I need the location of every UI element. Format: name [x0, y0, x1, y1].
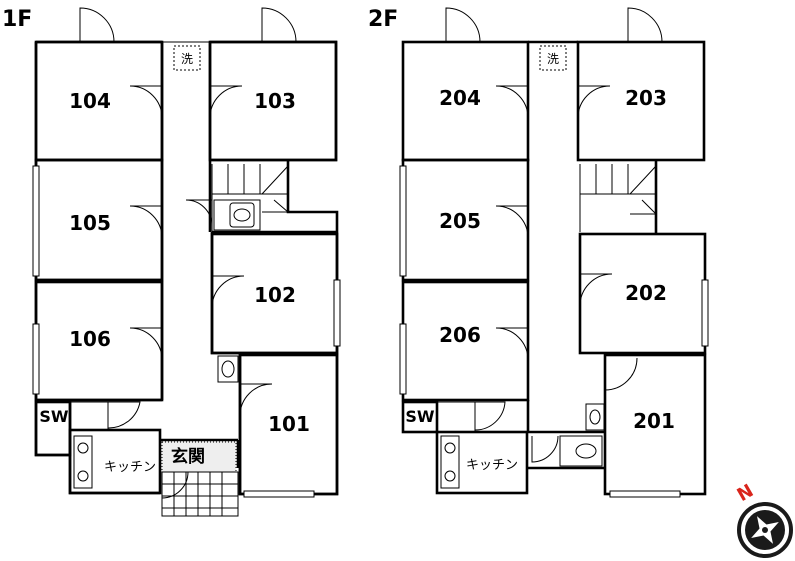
door-icon	[445, 7, 481, 43]
sink-icon	[221, 360, 235, 378]
laundry-2f: 洗	[539, 45, 567, 71]
room-103-outline	[208, 40, 338, 162]
laundry-label: 洗	[547, 52, 559, 66]
kitchen-label-1f: キッチン	[104, 460, 156, 475]
door-icon	[579, 273, 613, 307]
sink-icon	[589, 409, 601, 425]
window-icon	[399, 323, 407, 395]
room-label-106: 106	[69, 327, 111, 351]
room-label-101: 101	[268, 412, 310, 436]
basin-1f	[217, 355, 239, 383]
room-label-206: 206	[439, 323, 481, 347]
windows-2f	[399, 165, 709, 498]
door-icon	[474, 401, 506, 431]
stove-1f	[73, 435, 93, 489]
kitchen-2f-outline	[435, 430, 529, 495]
door-icon	[604, 357, 638, 391]
window-icon	[333, 279, 341, 347]
door-icon	[495, 327, 529, 361]
door-icon	[129, 85, 163, 119]
room-label-203: 203	[625, 86, 667, 110]
room-label-204: 204	[439, 86, 481, 110]
toilet-icon	[233, 208, 251, 222]
door-icon	[129, 205, 163, 239]
floor-label-1f: 1F	[2, 7, 32, 32]
door-icon	[577, 85, 611, 119]
door-icon	[627, 7, 663, 43]
window-icon	[609, 490, 681, 498]
room-label-103: 103	[254, 89, 296, 113]
floor-2f: 2F	[368, 7, 709, 498]
sw-label-1f: SW	[39, 407, 69, 426]
stove-2f	[440, 435, 460, 489]
room-label-104: 104	[69, 89, 111, 113]
windows-1f	[32, 165, 341, 498]
entrance-label-1f: 玄関	[171, 446, 205, 467]
compass-icon	[737, 502, 793, 558]
laundry-label: 洗	[181, 52, 193, 66]
north-label: N	[734, 480, 758, 506]
window-icon	[243, 490, 315, 498]
door-icon	[495, 85, 529, 119]
door-icon	[79, 7, 115, 43]
door-icon	[129, 327, 163, 361]
burner-icon	[444, 442, 456, 454]
door-icon	[211, 275, 245, 309]
window-icon	[399, 165, 407, 277]
room-label-201: 201	[633, 409, 675, 433]
burner-icon	[77, 442, 89, 454]
room-label-105: 105	[69, 211, 111, 235]
door-icon	[239, 383, 273, 417]
kitchen-1f-outline	[68, 428, 162, 495]
window-icon	[32, 165, 40, 277]
door-icon	[531, 435, 559, 463]
room-label-202: 202	[625, 281, 667, 305]
burner-icon	[77, 470, 89, 482]
door-icon	[161, 471, 189, 499]
walls-2f	[401, 40, 707, 496]
sw-label-2f: SW	[405, 407, 435, 426]
door-icon	[185, 199, 213, 227]
stairs-1f	[211, 164, 289, 232]
bath-2f	[559, 403, 605, 467]
kitchen-label-2f: キッチン	[466, 458, 518, 473]
window-icon	[32, 323, 40, 395]
door-icon	[107, 401, 141, 429]
room-203-outline	[576, 40, 706, 162]
room-label-205: 205	[439, 209, 481, 233]
toilet-1f	[213, 199, 261, 231]
entrance-tiles-1f	[161, 441, 239, 517]
floor-1f: 1F	[2, 7, 341, 517]
door-icon	[261, 7, 297, 43]
door-icon	[209, 85, 243, 119]
burner-icon	[444, 470, 456, 482]
doors-1f	[79, 7, 297, 499]
laundry-1f: 洗	[173, 45, 201, 71]
room-label-102: 102	[254, 283, 296, 307]
window-icon	[701, 279, 709, 347]
door-icon	[495, 205, 529, 239]
floor-label-2f: 2F	[368, 7, 398, 32]
stairs-2f	[579, 164, 657, 232]
compass: N	[734, 480, 793, 558]
toilet-icon	[575, 443, 597, 459]
doors-2f	[445, 7, 663, 463]
